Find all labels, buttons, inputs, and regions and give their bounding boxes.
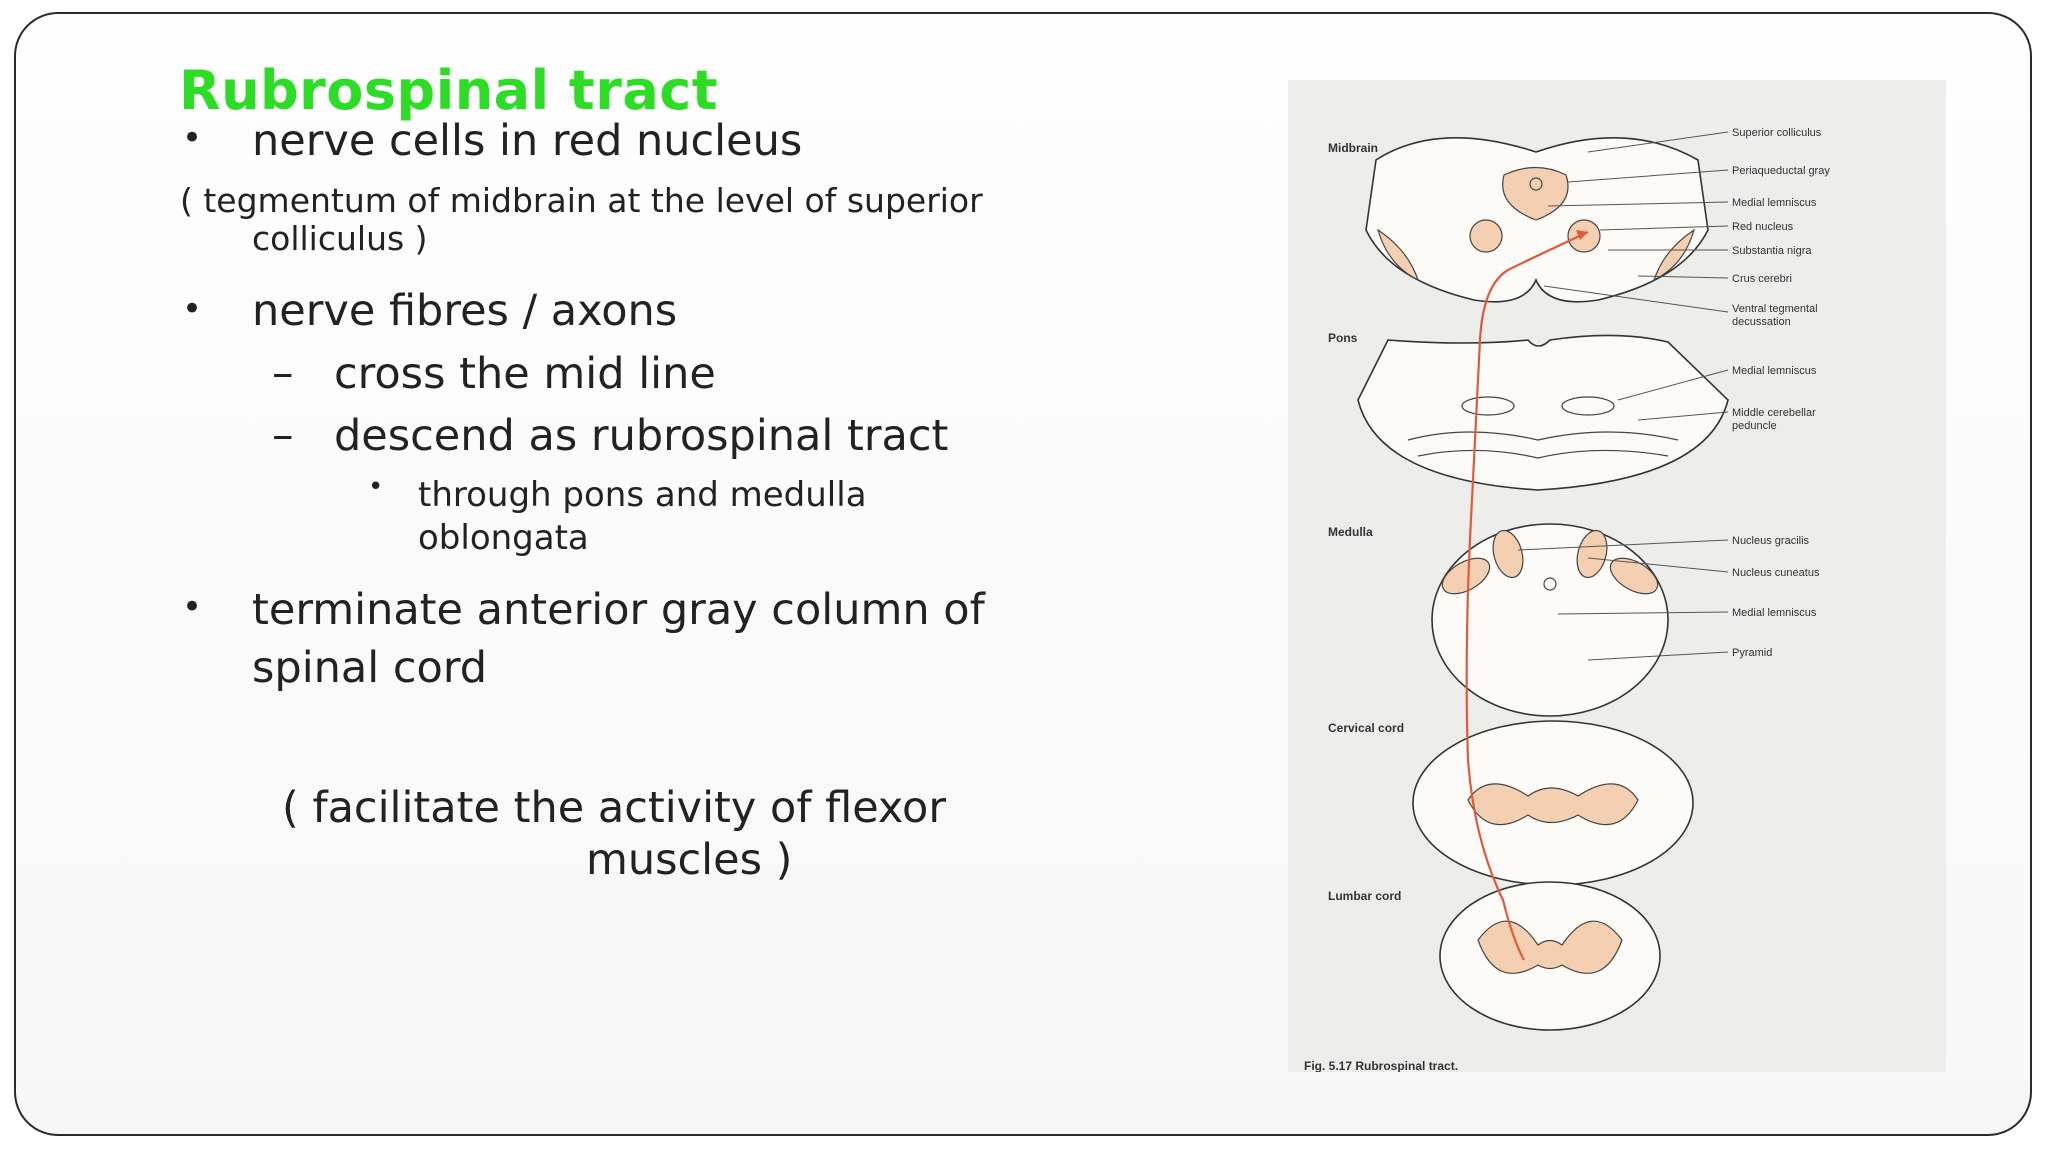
medulla-section <box>1431 523 1669 717</box>
figure-caption: Fig. 5.17 Rubrospinal tract. <box>1304 1059 1458 1072</box>
footnote-line1: ( facilitate the activity of flexor <box>282 783 947 833</box>
diagram-label: Substantia nigra <box>1732 245 1812 257</box>
dash-text: cross the mid line <box>334 349 716 399</box>
diagram-label: Medial lemniscus <box>1732 365 1817 377</box>
diagram-label: Medial lemniscus <box>1732 607 1817 619</box>
slide-title: Rubrospinal tract <box>179 59 719 122</box>
diagram-label: Superior colliculus <box>1732 127 1822 139</box>
rubrospinal-tract-line <box>1465 231 1589 961</box>
note-text: ( tegmentum of midbrain at the level of … <box>180 181 983 220</box>
cervical-gray-matter <box>1467 783 1639 826</box>
nucleus-gracilis <box>1492 529 1524 579</box>
central-canal <box>1543 577 1557 591</box>
section-label: Cervical cord <box>1328 721 1404 735</box>
tract-arrow <box>1576 230 1588 240</box>
diagram-svg: Midbrain Pons Medulla Cervical cord Lumb… <box>1304 127 1830 1072</box>
diagram-label: Periaqueductal gray <box>1732 165 1830 177</box>
diagram-label: Nucleus cuneatus <box>1732 567 1820 579</box>
sub-bullet-text-cont: oblongata <box>418 518 589 558</box>
dash-text: descend as rubrospinal tract <box>334 411 949 461</box>
sub-bullet-dot: • <box>368 472 384 502</box>
diagram-label: Nucleus gracilis <box>1732 535 1810 547</box>
slide: Rubrospinal tract • nerve cells in red n… <box>14 12 2032 1136</box>
olive <box>1609 557 1659 595</box>
note-text-cont: colliculus ) <box>252 219 428 258</box>
bullet-text: nerve cells in red nucleus <box>252 116 803 166</box>
periaqueductal-gray <box>1502 166 1569 221</box>
medial-lemniscus <box>1561 396 1615 416</box>
diagram-label: Ventral tegmental <box>1732 303 1818 315</box>
section-label: Midbrain <box>1328 141 1378 155</box>
pons-section <box>1357 334 1729 491</box>
section-label: Lumbar cord <box>1328 889 1401 903</box>
rubrospinal-diagram: Midbrain Pons Medulla Cervical cord Lumb… <box>1288 80 1946 1072</box>
dash-mark: – <box>272 410 294 460</box>
sub-bullet-text: through pons and medulla <box>418 475 867 515</box>
bullet-text: terminate anterior gray column of <box>252 585 985 635</box>
bullet-text: nerve fibres / axons <box>252 286 678 336</box>
footnote-line2: muscles ) <box>586 835 793 885</box>
diagram-label: Pyramid <box>1732 647 1772 659</box>
bullet-dot: • <box>182 118 203 158</box>
diagram-label: Red nucleus <box>1732 221 1794 233</box>
bullet-dot: • <box>182 587 203 627</box>
medial-lemniscus <box>1461 396 1515 416</box>
olive <box>1441 557 1491 595</box>
pons-fibres <box>1417 449 1669 459</box>
diagram-label: Crus cerebri <box>1732 273 1792 285</box>
bullet-text-cont: spinal cord <box>252 643 488 693</box>
cerebral-aqueduct <box>1529 177 1543 191</box>
section-label: Medulla <box>1328 525 1373 539</box>
pons-fibres <box>1407 431 1679 441</box>
diagram-label: decussation <box>1732 316 1791 328</box>
section-label: Pons <box>1328 331 1358 345</box>
substantia-nigra <box>1652 228 1696 282</box>
diagram-label: Middle cerebellar <box>1732 407 1816 419</box>
substantia-nigra <box>1376 228 1420 282</box>
bullet-dot: • <box>182 289 203 329</box>
red-nucleus-left <box>1469 219 1503 253</box>
diagram-label: peduncle <box>1732 420 1777 432</box>
nucleus-cuneatus <box>1576 529 1608 579</box>
diagram-label: Medial lemniscus <box>1732 197 1817 209</box>
dash-mark: – <box>272 348 294 398</box>
